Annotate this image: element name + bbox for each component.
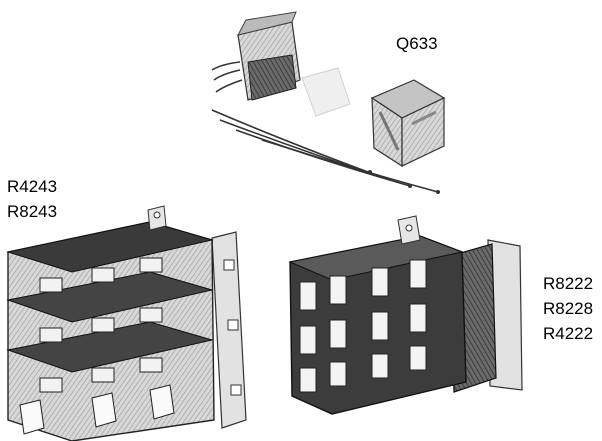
label-r8222: R8222: [543, 274, 594, 293]
label-r4243: R4243: [7, 177, 58, 196]
label-right-relay-models: R8222 R8228 R4222: [543, 271, 593, 346]
label-q633: Q633: [396, 34, 438, 53]
right-relay-illustration: [288, 215, 523, 415]
label-left-relay-models: R4243 R8243: [7, 174, 57, 224]
label-r4222: R4222: [543, 324, 594, 343]
q633-transformer-illustration: [211, 11, 446, 194]
label-r8228: R8228: [543, 299, 594, 318]
label-r8243: R8243: [7, 202, 58, 221]
left-relay-illustration: [6, 205, 247, 441]
